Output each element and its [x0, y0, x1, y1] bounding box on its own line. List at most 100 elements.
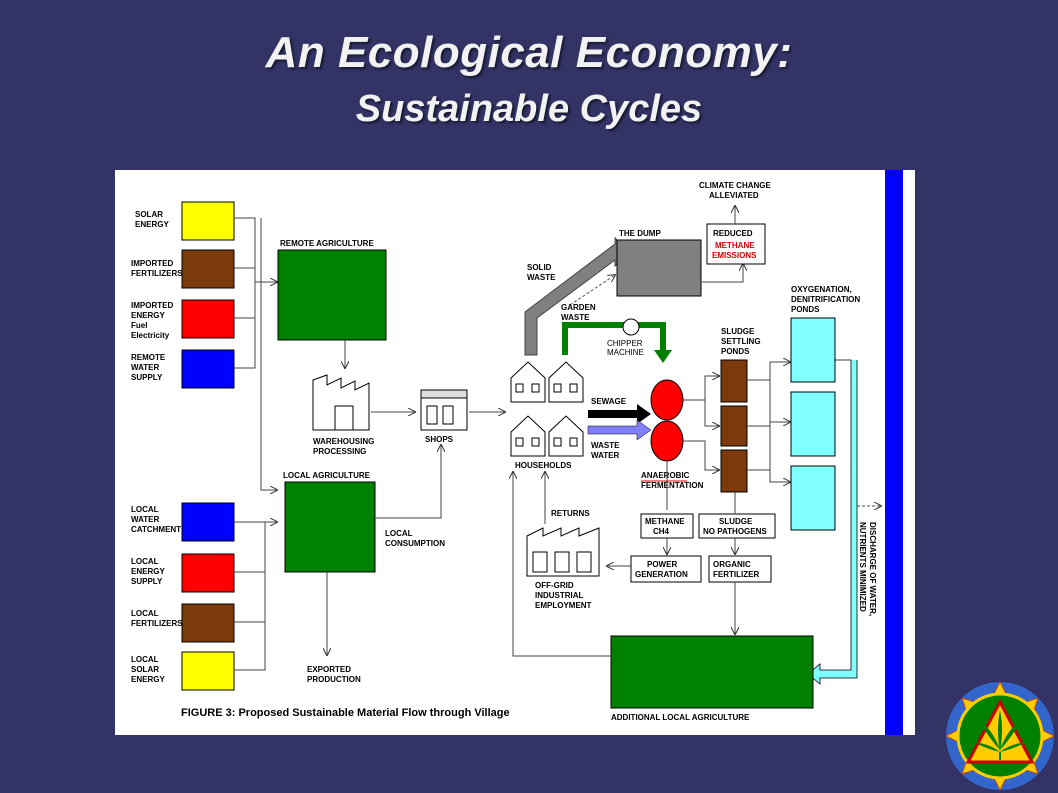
- off-grid-label: OFF-GRID: [535, 581, 574, 590]
- svg-text:CH4: CH4: [653, 527, 670, 536]
- waste-label: WASTE: [527, 273, 556, 282]
- ponds-to-oxygenation-connectors: [747, 362, 790, 482]
- input-imported-fertilizers: IMPORTED FERTILIZERS: [131, 249, 235, 289]
- alleviated-label: ALLEVIATED: [709, 191, 759, 200]
- digester-bottom: [650, 420, 684, 462]
- sludge-pond-3: [720, 449, 748, 493]
- svg-text:FERTILIZERS: FERTILIZERS: [131, 269, 183, 278]
- oxygenation-label: OXYGENATION,: [791, 285, 852, 294]
- svg-text:Fuel: Fuel: [131, 321, 147, 330]
- households-icon: [510, 361, 584, 457]
- svg-text:METHANE: METHANE: [645, 517, 685, 526]
- oxygenation-pond-3: [790, 465, 836, 531]
- garden-waste-dashed-arrow: [569, 275, 615, 306]
- local-agriculture: LOCAL AGRICULTURE: [283, 471, 376, 573]
- anaerobic-label: ANAEROBIC: [641, 471, 690, 480]
- shops-label: SHOPS: [425, 435, 454, 444]
- remote-input-connectors: [234, 217, 277, 490]
- dump-to-methane-arrow: [701, 264, 743, 283]
- svg-text:GENERATION: GENERATION: [635, 570, 688, 579]
- additional-local-agriculture: [610, 635, 814, 709]
- svg-text:ENERGY: ENERGY: [131, 567, 165, 576]
- page-subtitle: Sustainable Cycles: [355, 88, 703, 130]
- power-generation-box: POWER GENERATION: [630, 555, 702, 583]
- svg-text:EMISSIONS: EMISSIONS: [712, 251, 757, 260]
- oxygenation-ponds-label: PONDS: [791, 305, 820, 314]
- page-title: An Ecological Economy:: [265, 28, 793, 77]
- input-local-solar-energy: LOCAL SOLAR ENERGY: [131, 651, 235, 691]
- input-solar-energy: SOLAR ENERGY: [135, 201, 235, 241]
- svg-text:ENERGY: ENERGY: [135, 220, 169, 229]
- reduced-methane-box: REDUCED METHANE EMISSIONS: [706, 223, 766, 265]
- svg-text:LOCAL AGRICULTURE: LOCAL AGRICULTURE: [283, 471, 371, 480]
- the-dump-label: THE DUMP: [619, 229, 661, 238]
- svg-text:NO PATHOGENS: NO PATHOGENS: [703, 527, 767, 536]
- local-ag-to-shops-arrow: [375, 445, 441, 519]
- svg-text:REMOTE: REMOTE: [131, 353, 166, 362]
- fermentation-label: FERMENTATION: [641, 481, 704, 490]
- svg-text:SUPPLY: SUPPLY: [131, 373, 163, 382]
- svg-text:LOCAL: LOCAL: [131, 557, 159, 566]
- svg-text:POWER: POWER: [647, 560, 677, 569]
- green-arrow-head: [654, 350, 672, 363]
- oxygenation-pond-1: [790, 317, 836, 383]
- svg-text:Electricity: Electricity: [131, 331, 170, 340]
- svg-text:SUPPLY: SUPPLY: [131, 577, 163, 586]
- methane-ch4-box: METHANE CH4: [640, 513, 694, 539]
- white-edge-strip: [903, 170, 915, 735]
- industrial-label: INDUSTRIAL: [535, 591, 584, 600]
- input-remote-water-supply: REMOTE WATER SUPPLY: [131, 349, 235, 389]
- svg-text:FERTILIZER: FERTILIZER: [713, 570, 759, 579]
- svg-text:ENERGY: ENERGY: [131, 311, 165, 320]
- sludge-pond-2: [720, 405, 748, 447]
- sludge-label: SLUDGE: [721, 327, 755, 336]
- svg-text:IMPORTED: IMPORTED: [131, 301, 173, 310]
- svg-text:SOLAR: SOLAR: [131, 665, 159, 674]
- organic-fertilizer-box: ORGANIC FERTILIZER: [708, 555, 772, 583]
- employment-label: EMPLOYMENT: [535, 601, 592, 610]
- garden-waste-label: GARDEN: [561, 303, 596, 312]
- hemp-leaf-emblem: [945, 681, 1055, 791]
- settling-label: SETTLING: [721, 337, 761, 346]
- shops-icon: [420, 389, 468, 431]
- blue-edge-bar: [885, 170, 903, 735]
- households-label: HOUSEHOLDS: [515, 461, 572, 470]
- digester-top: [650, 379, 684, 421]
- svg-text:CATCHMENT: CATCHMENT: [131, 525, 181, 534]
- warehouse-factory-icon: [312, 374, 370, 431]
- svg-text:LOCAL: LOCAL: [131, 609, 159, 618]
- sewage-arrow: [588, 404, 651, 424]
- returns-label: RETURNS: [551, 509, 590, 518]
- svg-text:METHANE: METHANE: [715, 241, 755, 250]
- oxygenation-pond-2: [790, 391, 836, 457]
- machine-label: MACHINE: [607, 348, 644, 357]
- svg-text:SOLAR: SOLAR: [135, 210, 163, 219]
- input-local-water-catchment: LOCAL WATER CATCHMENT: [131, 502, 235, 542]
- denitrification-label: DENITRIFICATION: [791, 295, 860, 304]
- solid-waste-label: SOLID: [527, 263, 552, 272]
- svg-text:WATER: WATER: [131, 515, 160, 524]
- svg-text:REMOTE AGRICULTURE: REMOTE AGRICULTURE: [280, 239, 374, 248]
- local-consumption-label: LOCAL: [385, 529, 413, 538]
- input-local-fertilizers: LOCAL FERTILIZERS: [131, 603, 235, 643]
- local-input-connectors: [234, 522, 277, 671]
- chipper-icon: [622, 318, 640, 336]
- garden-waste-green-path: [562, 322, 666, 355]
- ponds-label: PONDS: [721, 347, 750, 356]
- chipper-label: CHIPPER: [607, 339, 643, 348]
- figure-caption: FIGURE 3: Proposed Sustainable Material …: [181, 707, 510, 719]
- svg-text:LOCAL: LOCAL: [131, 505, 159, 514]
- svg-text:FERTILIZERS: FERTILIZERS: [131, 619, 183, 628]
- water-label: WATER: [591, 451, 620, 460]
- remote-agriculture: REMOTE AGRICULTURE: [277, 239, 387, 341]
- waste-water-label: WASTE: [591, 441, 620, 450]
- digester-to-ponds-connectors: [666, 376, 719, 510]
- processing-label: PROCESSING: [313, 447, 366, 456]
- svg-text:REDUCED: REDUCED: [713, 229, 753, 238]
- svg-text:ENERGY: ENERGY: [131, 675, 165, 684]
- waste-water-arrow: [587, 419, 652, 441]
- sludge-pond-1: [720, 359, 748, 403]
- additional-agriculture-label: ADDITIONAL LOCAL AGRICULTURE: [611, 713, 750, 722]
- warehousing-label: WAREHOUSING: [313, 437, 374, 446]
- input-local-energy-supply: LOCAL ENERGY SUPPLY: [131, 553, 235, 593]
